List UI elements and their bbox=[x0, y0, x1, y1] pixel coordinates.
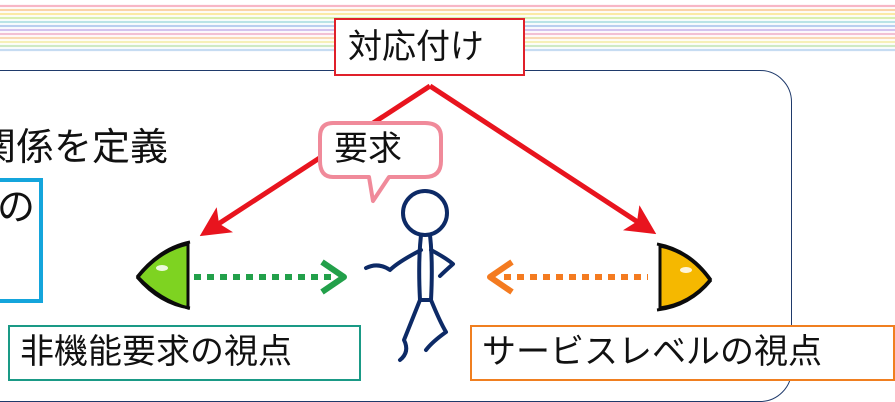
highlight-box bbox=[0, 178, 43, 303]
green-eye-icon bbox=[135, 240, 191, 310]
red-arrow-right bbox=[428, 83, 657, 235]
requirement-label: 要求 bbox=[334, 129, 402, 169]
orange-dotted-arrow bbox=[487, 259, 648, 295]
speech-bubble-shape bbox=[318, 121, 443, 203]
relation-text: 関係を定義 bbox=[0, 125, 169, 169]
yellow-eye-icon bbox=[656, 242, 713, 312]
mapping-label: 対応付け bbox=[334, 18, 525, 76]
green-dotted-arrow bbox=[194, 259, 347, 295]
nonfunctional-view-label: 非機能要求の視点 bbox=[8, 325, 361, 381]
speech-bubble: 要求 bbox=[318, 121, 443, 203]
cut-text: の bbox=[0, 185, 36, 229]
service-level-view-label: サービスレベルの視点 bbox=[470, 325, 895, 381]
person-figure-icon bbox=[364, 189, 455, 362]
